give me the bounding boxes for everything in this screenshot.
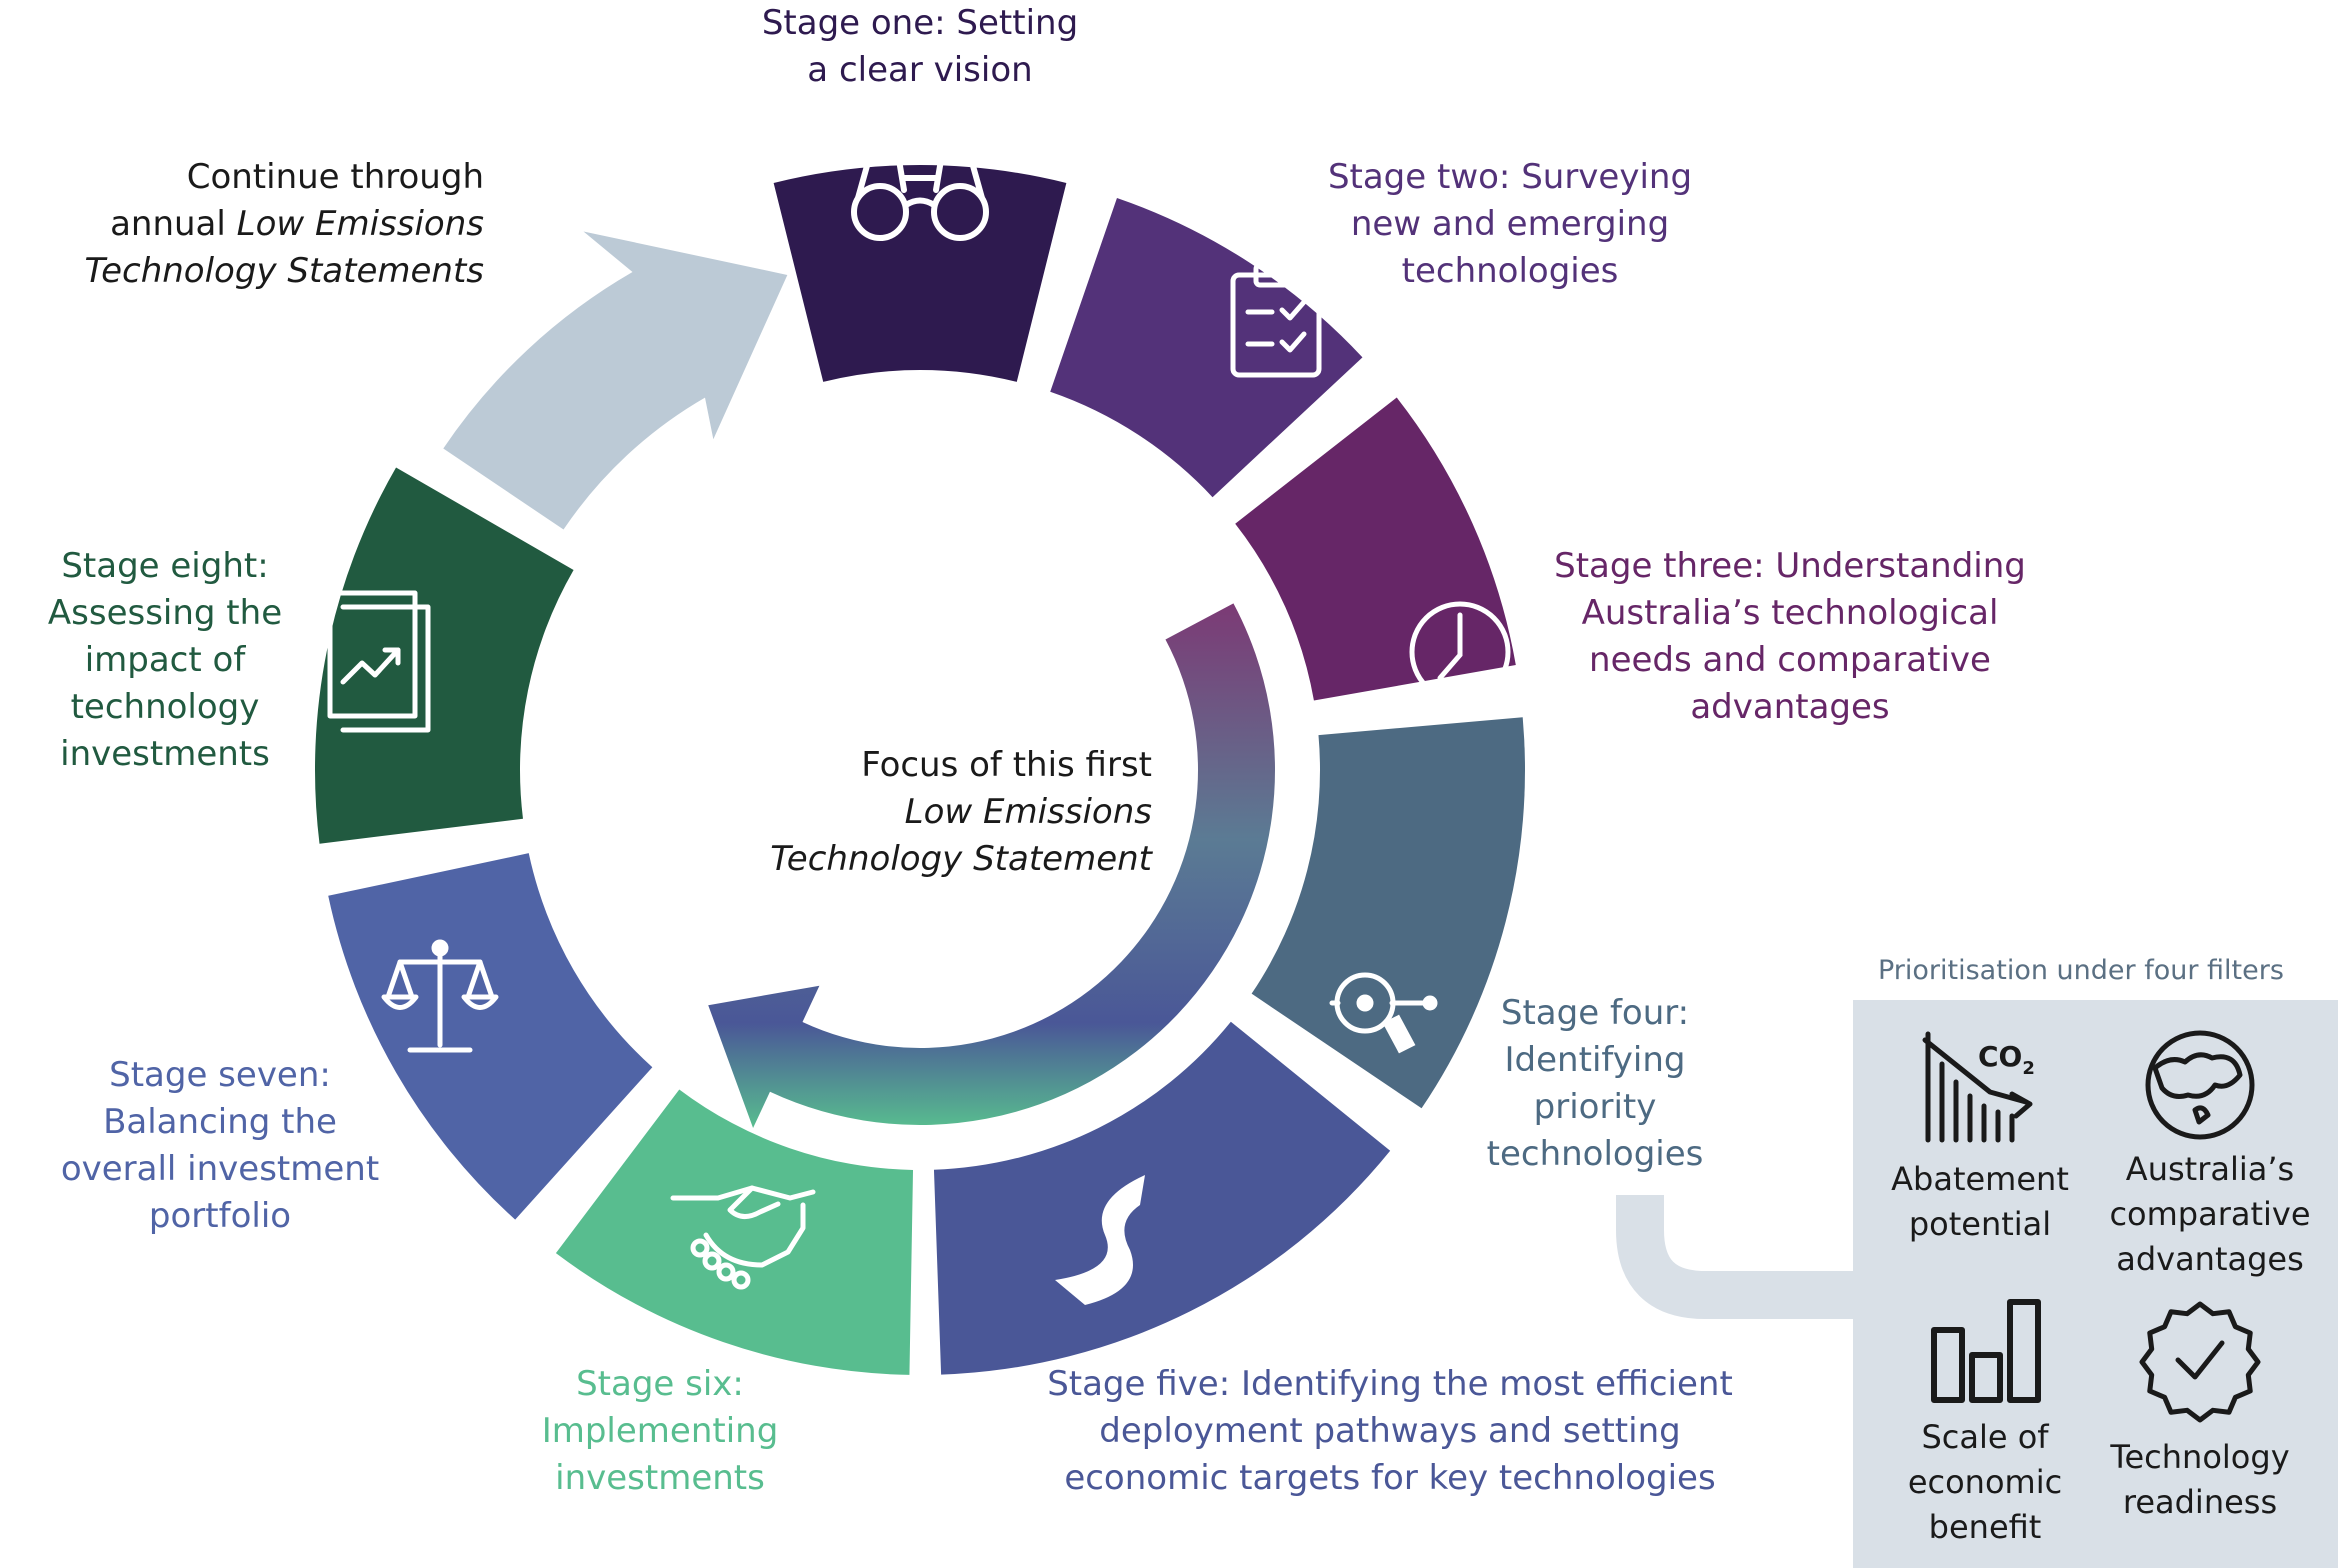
stage-six-line-2: Implementing bbox=[541, 1411, 779, 1451]
filters-title: Prioritisation under four filters bbox=[1878, 955, 2284, 986]
stage-four-line-1: Stage four: bbox=[1500, 993, 1690, 1033]
stage-five-line-2: deployment pathways and setting bbox=[1099, 1411, 1681, 1451]
filter-comparative-line-3: advantages bbox=[2116, 1240, 2304, 1278]
stage-six-segment[interactable] bbox=[555, 1089, 914, 1375]
filter-comparative-line-2: comparative bbox=[2109, 1195, 2311, 1233]
continue-note-line-3: Technology Statements bbox=[84, 251, 484, 291]
stage-seven-line-3: overall investment bbox=[60, 1149, 380, 1189]
stage-eight-line-2: Assessing the bbox=[47, 593, 283, 633]
stage-four-line-4: technologies bbox=[1486, 1134, 1704, 1174]
stage-one-label: Stage one: Setting a clear vision bbox=[700, 0, 1140, 94]
stage-two-line-3: technologies bbox=[1401, 251, 1619, 291]
focus-note-line-1: Focus of this first bbox=[861, 745, 1152, 785]
stage-four-segment[interactable] bbox=[1251, 717, 1525, 1109]
continue-note-line-1: Continue through bbox=[186, 157, 484, 197]
stage-eight-label: Stage eight: Assessing the impact of tec… bbox=[30, 543, 300, 778]
stage-four-line-2: Identifying bbox=[1504, 1040, 1686, 1080]
focus-note-line-2: Low Emissions bbox=[904, 792, 1152, 832]
stage-two-segment[interactable] bbox=[1050, 197, 1363, 498]
stage-seven-segment[interactable] bbox=[328, 853, 653, 1220]
filters-connector bbox=[1616, 1195, 1860, 1319]
continue-note-prefix: annual bbox=[110, 204, 237, 244]
filter-abatement-line-1: Abatement bbox=[1891, 1160, 2069, 1198]
stage-seven-line-1: Stage seven: bbox=[109, 1055, 331, 1095]
filter-abatement-line-2: potential bbox=[1908, 1205, 2052, 1243]
clock-icon bbox=[1409, 601, 1511, 703]
stage-eight-line-4: technology bbox=[70, 687, 260, 727]
co2-declining-chart-icon bbox=[1922, 1031, 2033, 1143]
stage-six-line-1: Stage six: bbox=[576, 1364, 744, 1404]
stage-three-line-2: Australia’s technological bbox=[1581, 593, 1999, 633]
binoculars-icon bbox=[851, 145, 989, 241]
filter-abatement-label: Abatement potential bbox=[1880, 1157, 2080, 1247]
filter-comparative-label: Australia’s comparative advantages bbox=[2100, 1147, 2320, 1282]
continue-note-line-2: annual Low Emissions bbox=[80, 201, 484, 248]
scales-icon bbox=[381, 939, 499, 1053]
stage-eight-segment[interactable] bbox=[315, 467, 574, 844]
stage-two-line-2: new and emerging bbox=[1350, 204, 1670, 244]
stage-eight-line-1: Stage eight: bbox=[61, 546, 269, 586]
clipboard-checklist-icon bbox=[1230, 262, 1322, 378]
filter-readiness-line-2: readiness bbox=[2122, 1483, 2278, 1521]
stage-four-line-3: priority bbox=[1533, 1087, 1657, 1127]
badge-check-icon bbox=[2139, 1301, 2261, 1423]
continue-arrow bbox=[443, 231, 788, 530]
stage-three-line-1: Stage three: Understanding bbox=[1554, 546, 2026, 586]
filter-readiness-label: Technology readiness bbox=[2090, 1435, 2310, 1525]
road-icon bbox=[1055, 1175, 1145, 1305]
continue-note: Continue through annual Low Emissions Te… bbox=[80, 154, 484, 295]
magnifier-target-icon bbox=[1329, 972, 1438, 1054]
stage-five-label: Stage five: Identifying the most efficie… bbox=[1040, 1361, 1740, 1502]
stage-one-line-1: Stage one: Setting bbox=[761, 3, 1079, 43]
stage-three-segment[interactable] bbox=[1235, 397, 1516, 701]
focus-arrow bbox=[708, 603, 1275, 1128]
filter-economic-line-3: benefit bbox=[1928, 1508, 2042, 1546]
stage-eight-line-3: impact of bbox=[84, 640, 246, 680]
handshake-icon bbox=[670, 1185, 816, 1290]
stage-four-label: Stage four: Identifying priority technol… bbox=[1465, 990, 1725, 1178]
stage-eight-line-5: investments bbox=[60, 734, 270, 774]
stage-six-label: Stage six: Implementing investments bbox=[510, 1361, 810, 1502]
stage-five-line-1: Stage five: Identifying the most efficie… bbox=[1047, 1364, 1733, 1404]
stage-three-line-3: needs and comparative bbox=[1589, 640, 1991, 680]
stage-seven-label: Stage seven: Balancing the overall inves… bbox=[50, 1052, 390, 1240]
globe-australia-icon bbox=[2145, 1030, 2255, 1140]
focus-note-line-3: Technology Statement bbox=[770, 839, 1152, 879]
filter-comparative-line-1: Australia’s bbox=[2125, 1150, 2295, 1188]
continue-note-italic-1: Low Emissions bbox=[236, 204, 484, 244]
filter-economic-label: Scale of economic benefit bbox=[1880, 1415, 2090, 1550]
co2-label: CO2 bbox=[1978, 1040, 2035, 1079]
stage-three-line-4: advantages bbox=[1690, 687, 1890, 727]
stage-seven-line-4: portfolio bbox=[148, 1196, 292, 1236]
filter-economic-line-2: economic bbox=[1907, 1463, 2063, 1501]
stage-two-label: Stage two: Surveying new and emerging te… bbox=[1300, 154, 1720, 295]
stage-five-line-3: economic targets for key technologies bbox=[1064, 1458, 1716, 1498]
stage-two-line-1: Stage two: Surveying bbox=[1327, 157, 1693, 197]
stage-one-line-2: a clear vision bbox=[807, 50, 1033, 90]
stage-five-segment[interactable] bbox=[933, 1021, 1391, 1375]
bar-chart-icon bbox=[1931, 1299, 2041, 1403]
filters-panel bbox=[1853, 1000, 2338, 1568]
stage-one-segment[interactable] bbox=[773, 165, 1067, 382]
focus-note: Focus of this first Low Emissions Techno… bbox=[700, 742, 1152, 883]
report-chart-icon bbox=[327, 590, 431, 733]
stage-three-label: Stage three: Understanding Australia’s t… bbox=[1540, 543, 2040, 731]
filter-readiness-line-1: Technology bbox=[2110, 1438, 2290, 1476]
filter-economic-line-1: Scale of bbox=[1921, 1418, 2049, 1456]
stage-six-line-3: investments bbox=[555, 1458, 765, 1498]
stage-seven-line-2: Balancing the bbox=[103, 1102, 337, 1142]
